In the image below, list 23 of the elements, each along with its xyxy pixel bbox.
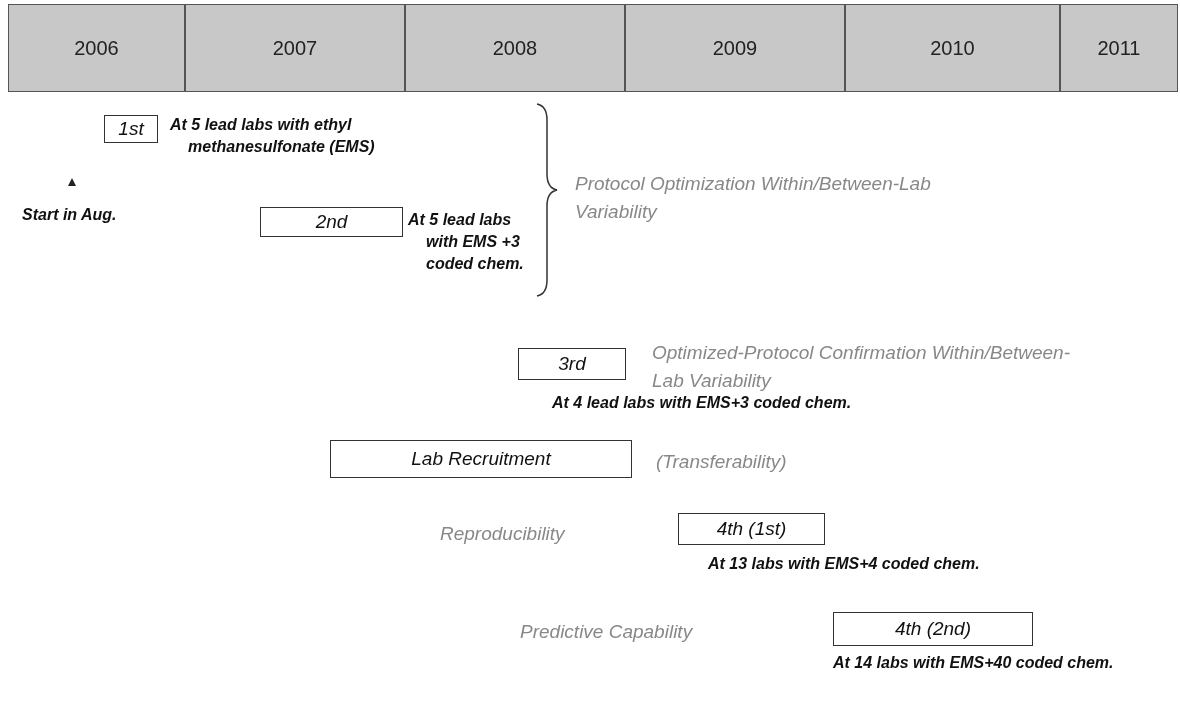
phase-description: At 5 lead labs with ethyl methanesulfonate (EMS): [170, 115, 376, 157]
phase-description: At 4 lead labs with EMS+3 coded chem.: [552, 393, 853, 413]
phase-goal-label: Reproducibility: [440, 522, 567, 546]
phase-description: At 5 lead labs with EMS +3 coded chem.: [408, 210, 525, 274]
start-note: Start in Aug.: [22, 205, 118, 225]
phase-description: At 13 labs with EMS+4 coded chem.: [708, 554, 981, 574]
phase-goal-label: (Transferability): [656, 450, 788, 474]
year-header-cell: 2010: [845, 4, 1060, 92]
phase-box: Lab Recruitment: [330, 440, 632, 478]
phase-box: 4th (1st): [678, 513, 825, 545]
phase-box: 4th (2nd): [833, 612, 1033, 646]
year-header-cell: 2007: [185, 4, 405, 92]
year-header-cell: 2008: [405, 4, 625, 92]
phase-box: 3rd: [518, 348, 626, 380]
phase-goal-label: Protocol Optimization Within/Between-Lab Variability: [575, 172, 932, 224]
phase-description: At 14 labs with EMS+40 coded chem.: [833, 653, 1115, 673]
phase-box: 2nd: [260, 207, 403, 237]
year-header-cell: 2006: [8, 4, 185, 92]
year-header-cell: 2011: [1060, 4, 1178, 92]
phase-box: 1st: [104, 115, 158, 143]
phase-goal-label: Optimized-Protocol Confirmation Within/Between-Lab Variability: [652, 341, 1071, 393]
phase-goal-label: Predictive Capability: [520, 620, 694, 644]
year-header-cell: 2009: [625, 4, 845, 92]
